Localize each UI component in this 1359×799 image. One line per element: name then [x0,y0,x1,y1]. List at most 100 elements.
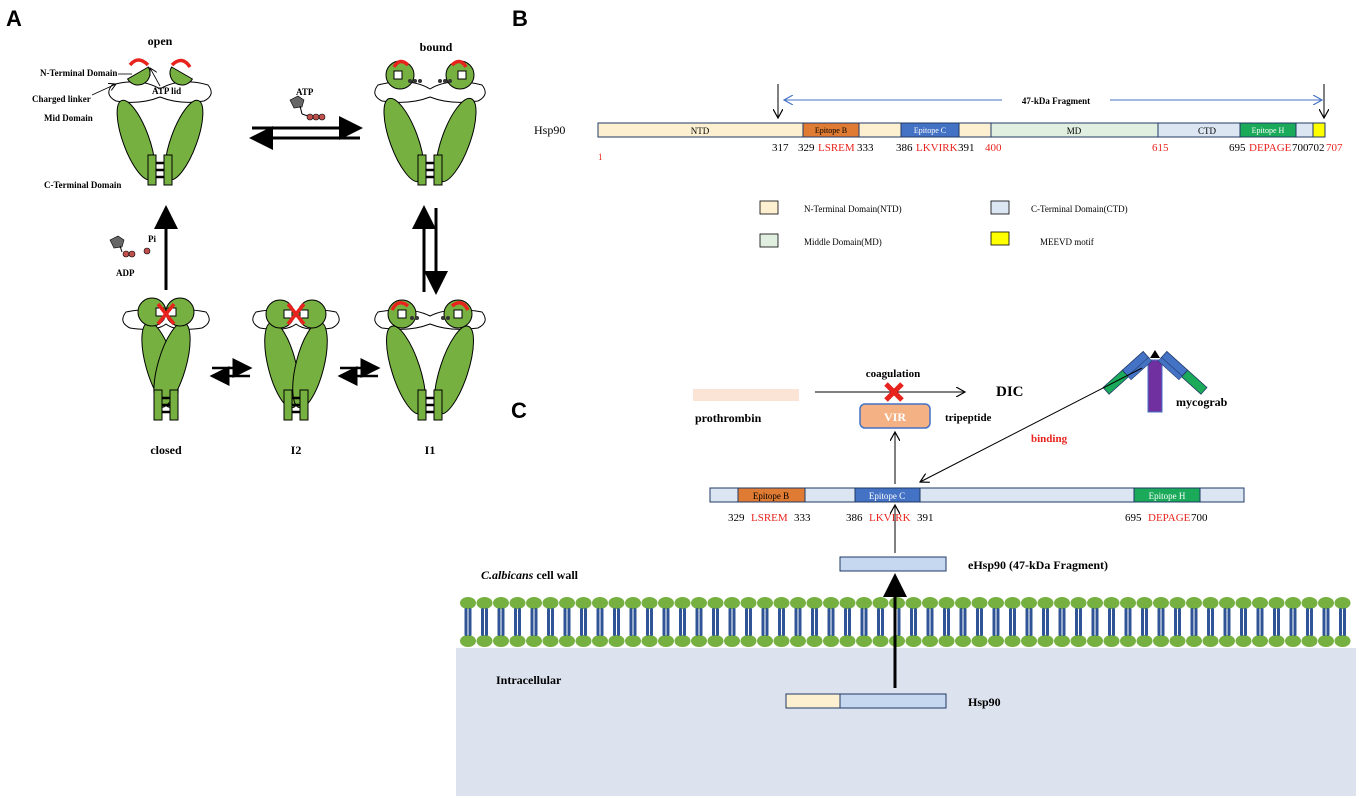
lipid-tail [765,608,769,636]
legend-md-swatch [759,233,779,248]
lipid-tail [1343,608,1346,636]
lipid-head [938,635,955,647]
md-segment-label: MD [1067,126,1082,136]
lipid-tail [695,608,699,636]
lipid-tail [947,608,950,636]
n-terminal-label: N-Terminal Domain [40,68,117,78]
lipid-head [1202,597,1219,609]
lipid-head [1153,597,1169,609]
lipid-head [971,635,988,647]
lipid-tail [1124,608,1128,636]
lipid-head [1334,635,1351,647]
lipid-head [608,597,625,609]
lipid-head [773,635,790,647]
lipid-head [773,597,790,609]
lipid-tail [1306,608,1309,636]
legend-ctd-swatch [990,200,1010,215]
pos-386: 386 [896,142,913,154]
lipid-head [1054,597,1070,609]
state-bound-label: bound [420,40,453,54]
state-i2-label: I2 [291,443,302,457]
lipid-tail [914,608,917,636]
pos-700: 700 [1292,142,1309,154]
lipid-tail [1145,608,1148,636]
lipid-head [460,635,476,647]
coagulation-label: coagulation [866,368,920,380]
lipid-tail [1091,608,1095,636]
fragment-epitope-bar [709,487,1245,503]
lipid-tail [1029,608,1033,636]
lipid-head [1103,635,1120,647]
lipid-head [592,597,608,609]
lipid-tail [1339,608,1342,636]
lipid-head [889,597,905,609]
lipid-tail [782,608,785,636]
lipid-head [889,635,905,647]
lipid-head [1301,635,1318,647]
fragment-label: 47-kDa Fragment [1022,96,1090,106]
lipid-head [674,635,691,647]
hsp90-bound-dimer [374,59,486,187]
lipid-tail [699,608,703,636]
lipid-head [1318,635,1334,647]
lipid-tail [530,608,534,636]
lipid-tail [930,608,934,636]
lipid-head [988,635,1004,647]
lipid-head [691,635,707,647]
lipid-head [1021,597,1037,609]
lipid-head [1169,635,1186,647]
pos-317: 317 [772,142,789,154]
c-terminal-label: C-Terminal Domain [44,180,121,190]
seq-c: LKVIRK [916,142,958,154]
lipid-head [1235,597,1252,609]
lipid-tail [551,608,554,636]
lipid-head [724,597,740,609]
state-closed-label: closed [150,443,182,457]
lipid-head [1318,597,1334,609]
c-epitope-c-segment [854,487,921,503]
lipid-tail [650,608,653,636]
lipid-tail [633,608,637,636]
lipid-head [839,597,856,609]
adp-label: ADP [116,268,135,278]
lipid-head [790,597,806,609]
lipid-head [806,597,823,609]
lipid-tail [1289,608,1293,636]
lipid-tail [1079,608,1082,636]
lipid-tail [1310,608,1313,636]
lipid-head [938,597,955,609]
lipid-head [740,597,757,609]
lipid-tail [1128,608,1132,636]
seq-b: LSREM [818,142,855,154]
lipid-tail [959,608,963,636]
lipid-head [1186,635,1202,647]
lipid-tail [1075,608,1078,636]
lipid-head [575,635,592,647]
panel-c: C C.albicans cell wall Intracellular Hsp… [456,350,1356,796]
lipid-tail [646,608,649,636]
lipid-tail [992,608,996,636]
hsp90-closed-dimer [122,297,210,422]
lipid-tail [897,608,901,636]
lipid-head [493,635,509,647]
lipid-head [1037,635,1054,647]
lipid-tail [794,608,798,636]
lipid-head [724,635,740,647]
lipid-head [575,597,592,609]
lipid-head [625,597,641,609]
lipid-tail [811,608,814,636]
seq-h: DEPAGE [1249,142,1292,154]
lipid-tail [1211,608,1214,636]
lipid-tail [547,608,550,636]
lipid-head [1054,635,1070,647]
lipid-tail [613,608,616,636]
lipid-tail [1256,608,1260,636]
lipid-head [559,597,575,609]
lipid-tail [716,608,719,636]
lipid-tail [563,608,567,636]
lipid-head [757,635,773,647]
lipid-tail [815,608,818,636]
lipid-tail [1178,608,1181,636]
lipid-tail [827,608,831,636]
lipid-tail [1326,608,1330,636]
